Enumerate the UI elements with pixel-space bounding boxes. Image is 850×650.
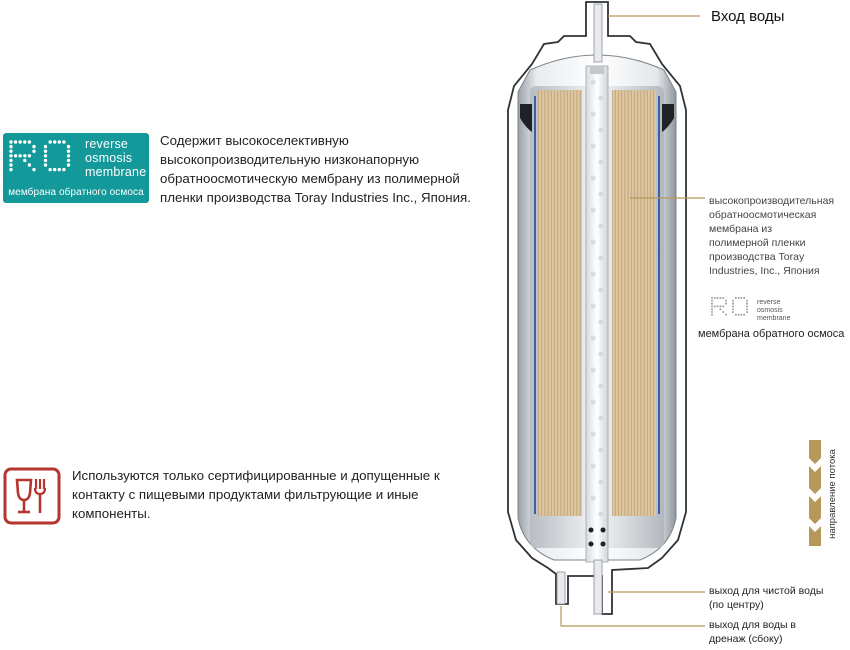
badge-word-membrane: membrane: [85, 165, 147, 179]
food-safe-description: Используются только сертифицированные и …: [72, 468, 440, 521]
ro-membrane-badge: reverse osmosis membrane мембрана обратн…: [3, 133, 149, 203]
badge-word-osmosis: osmosis: [85, 151, 133, 165]
filter-cartridge-diagram: [507, 1, 705, 627]
clean-outlet-line2: (по центру): [709, 599, 764, 611]
membrane-description: Содержит высокоселективную высокопроизво…: [160, 133, 471, 205]
water-inlet-label: Вход воды: [711, 8, 785, 25]
mini-ro-logo-icon: reverse osmosis membrane: [711, 297, 791, 322]
svg-text:membrane: membrane: [757, 315, 791, 322]
drain-outlet-label: выход для воды в дренаж (сбоку): [709, 618, 796, 646]
flow-direction-label: направление потока: [823, 442, 843, 546]
svg-text:reverse: reverse: [757, 299, 780, 306]
drain-outlet-line2: дренаж (сбоку): [709, 633, 783, 645]
flow-arrows-icon: [809, 440, 821, 546]
ro-logo-icon: [9, 140, 71, 172]
membrane-label: высокопроизводительная обратноосмотическ…: [709, 195, 835, 277]
badge-word-reverse: reverse: [85, 137, 129, 151]
clean-outlet-line1: выход для чистой воды: [709, 585, 824, 597]
mini-ro-caption: мембрана обратного осмоса: [698, 328, 845, 340]
svg-text:osmosis: osmosis: [757, 307, 783, 314]
food-safe-icon: [3, 467, 61, 525]
drain-outlet-line1: выход для воды в: [709, 619, 797, 631]
badge-caption: мембрана обратного осмоса: [8, 187, 144, 198]
flow-direction-text: направление потока: [827, 449, 838, 539]
clean-outlet-label: выход для чистой воды (по центру): [709, 584, 823, 612]
